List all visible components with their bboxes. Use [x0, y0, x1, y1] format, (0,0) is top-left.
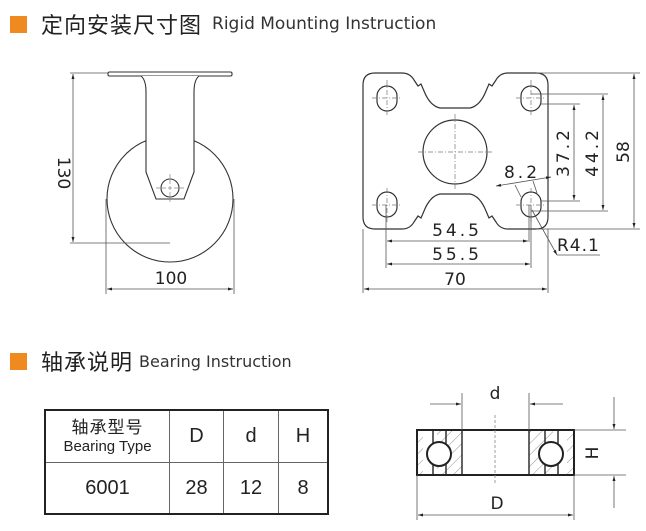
dim-slot-length — [495, 176, 552, 198]
dim-label-55-5: 55.5 — [432, 245, 482, 265]
dim-label-58: 58 — [614, 141, 634, 163]
cell-d: 12 — [223, 462, 279, 515]
table-row: 6001 28 12 8 — [44, 462, 329, 515]
top-plate — [107, 71, 233, 77]
dim-label-44-2: 44.2 — [583, 127, 603, 177]
cell-type: 6001 — [44, 462, 170, 515]
bearing-dims — [416, 393, 626, 520]
header-bearing-type-en: Bearing Type — [63, 437, 152, 455]
plate-vertical-dims — [531, 72, 640, 230]
bearing-cross-section — [416, 415, 575, 485]
orange-square-bullet-icon — [10, 352, 27, 370]
bearing-ball — [538, 441, 564, 467]
plate-horizontal-dims — [362, 205, 549, 293]
cell-H: 8 — [278, 462, 329, 515]
dim-label-54-5: 54.5 — [432, 221, 482, 241]
bearing-label-H: H — [583, 447, 603, 460]
mounting-title-cn: 定向安装尺寸图 — [41, 14, 203, 39]
plate-outline — [362, 72, 549, 230]
header-H: H — [278, 409, 329, 463]
header-bearing-type: 轴承型号 Bearing Type — [44, 409, 170, 463]
bearing-table: 轴承型号 Bearing Type D d H 6001 28 12 8 — [44, 409, 329, 515]
dim-label-130: 130 — [53, 157, 73, 189]
dim-label-70: 70 — [444, 270, 466, 290]
section-heading-mounting: 定向安装尺寸图 Rigid Mounting Instruction — [10, 8, 436, 40]
bearing-ball — [426, 441, 452, 467]
header-bearing-type-cn: 轴承型号 — [71, 417, 144, 437]
dim-label-37-2: 37.2 — [554, 127, 574, 177]
side-view-caster — [106, 71, 234, 263]
bearing-title-en: Bearing Instruction — [139, 351, 292, 371]
bearing-label-D: D — [490, 494, 503, 514]
bearing-outline — [416, 429, 575, 476]
bearing-title-cn: 轴承说明 — [41, 351, 134, 376]
center-lines — [372, 80, 546, 222]
dim-width-100 — [105, 199, 235, 294]
top-plate-view — [362, 72, 549, 230]
bearing-label-d: d — [490, 384, 501, 404]
table-header-row: 轴承型号 Bearing Type D d H — [44, 409, 329, 463]
header-d: d — [223, 409, 279, 463]
cell-D: 28 — [169, 462, 224, 515]
dim-height-130 — [70, 72, 170, 244]
orange-square-bullet-icon — [10, 15, 27, 33]
dim-label-8-2: 8.2 — [504, 163, 540, 183]
dim-label-100: 100 — [155, 269, 187, 289]
dim-label-r4-1: R4.1 — [557, 236, 600, 256]
mounting-title-en: Rigid Mounting Instruction — [212, 14, 437, 34]
section-heading-bearing: 轴承说明 Bearing Instruction — [10, 345, 292, 377]
dim-slot-radius — [531, 209, 600, 256]
axle — [160, 178, 180, 198]
header-D: D — [169, 409, 224, 463]
